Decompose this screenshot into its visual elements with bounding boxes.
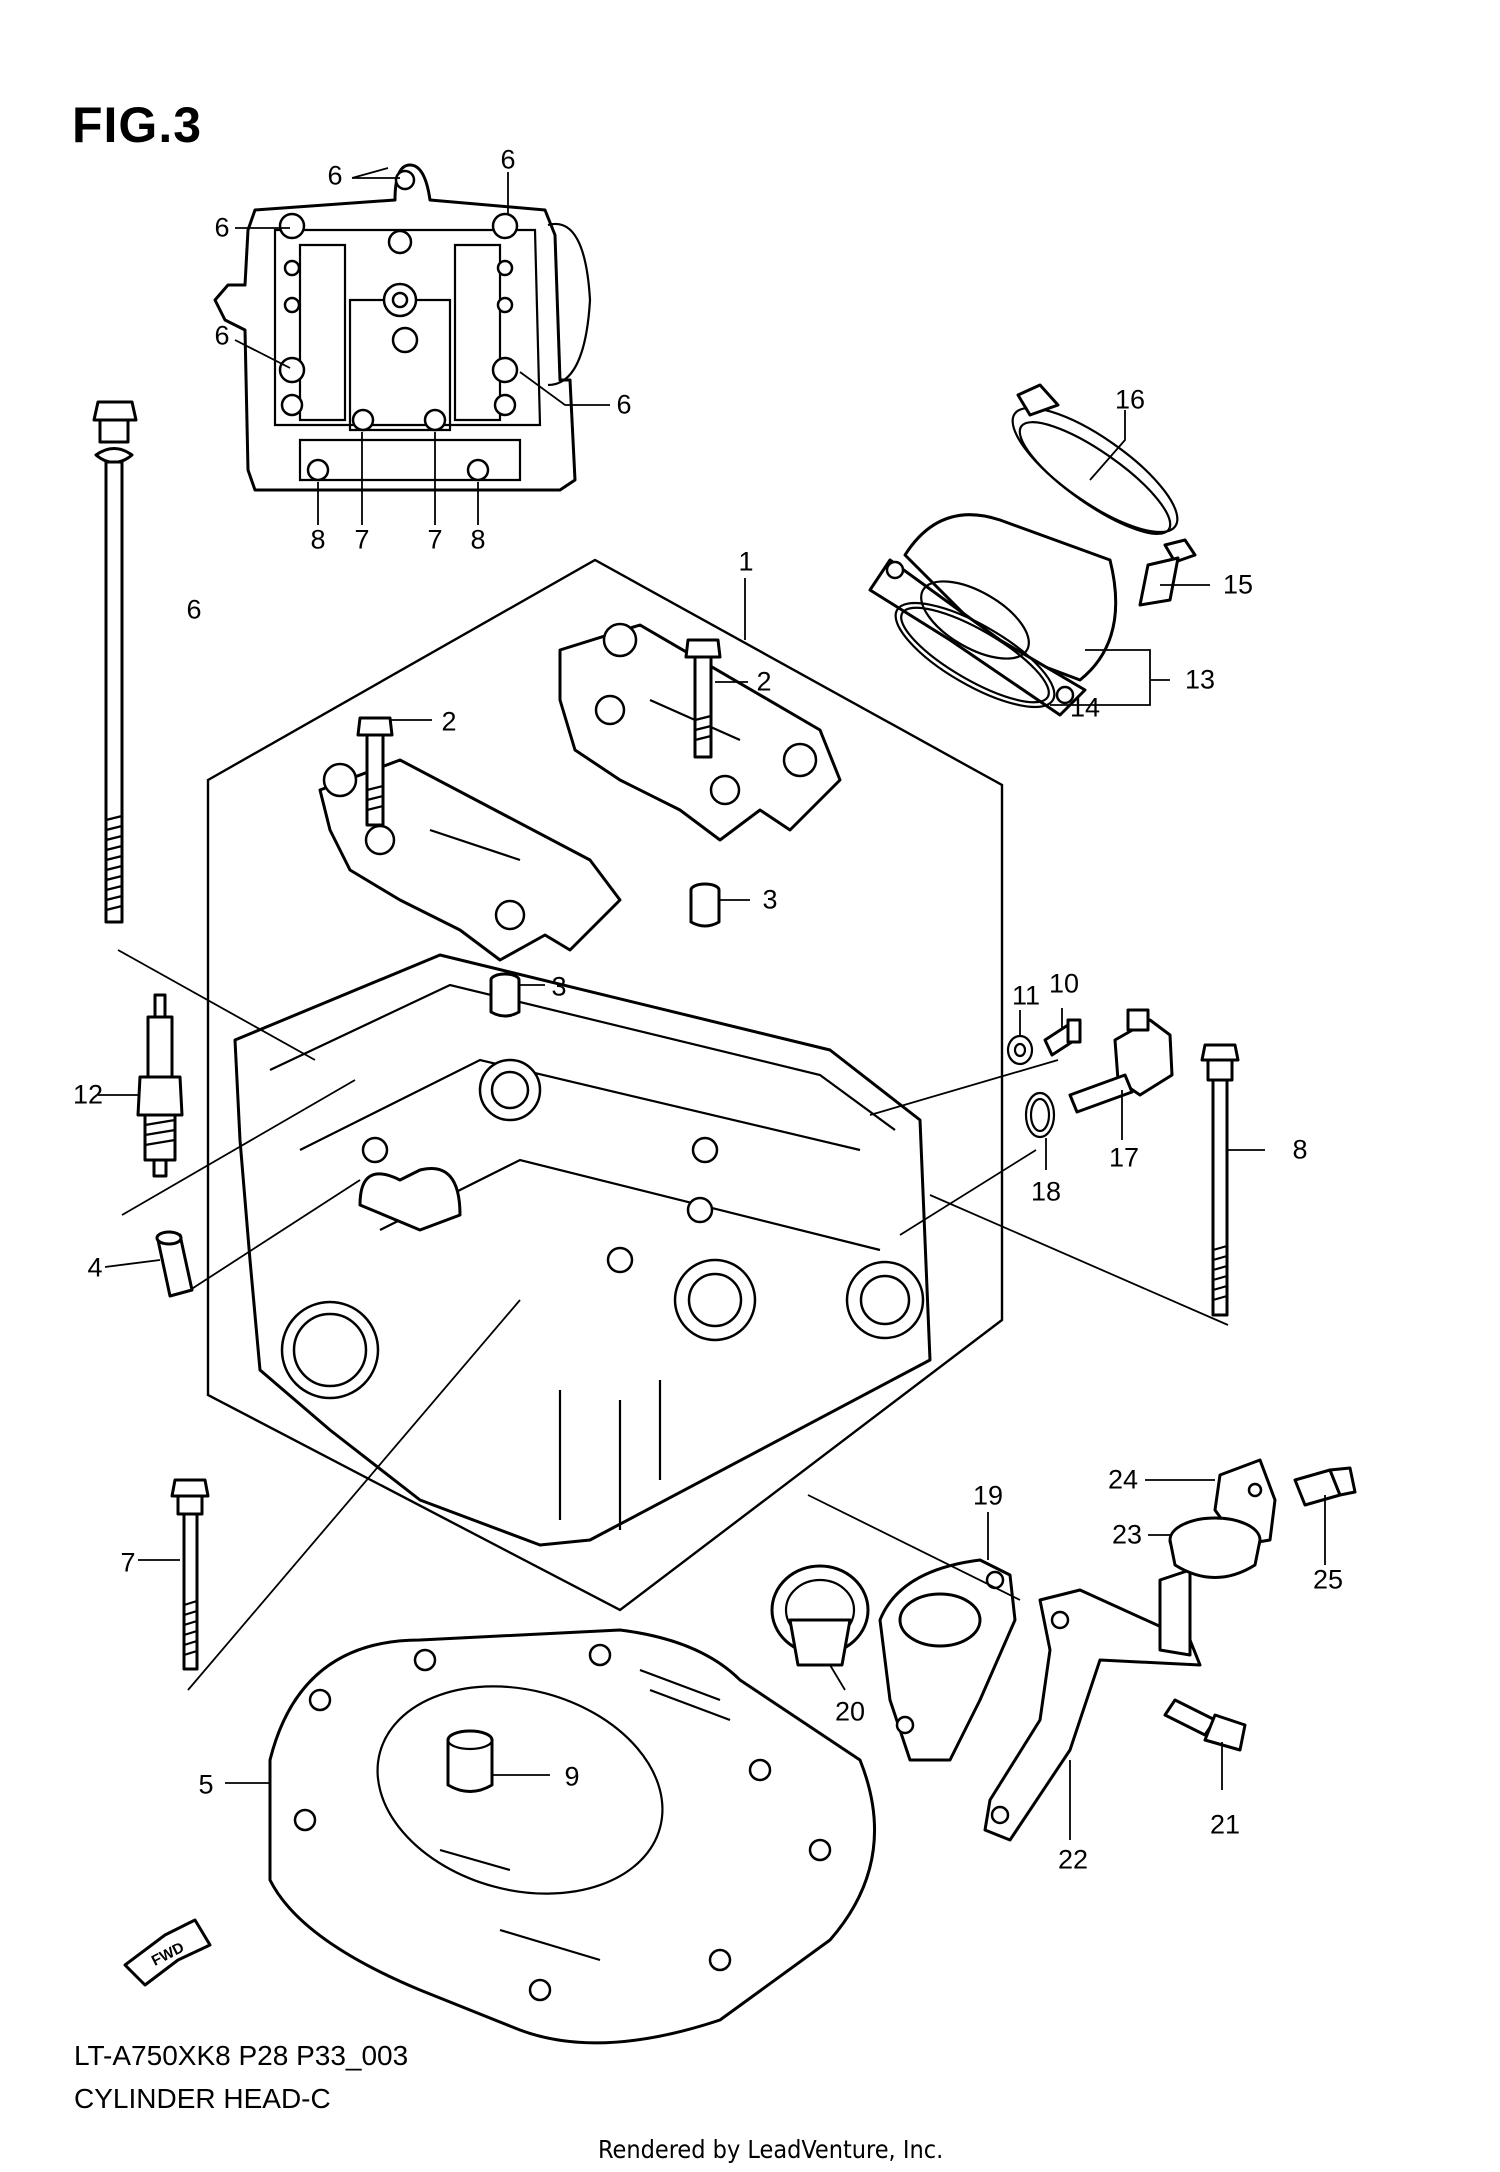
intake-pipe-13 bbox=[868, 513, 1118, 717]
o-ring-18 bbox=[1024, 1091, 1056, 1139]
camshaft-holder-front bbox=[318, 758, 622, 962]
callout-7: 7 bbox=[120, 1547, 136, 1578]
bolt-25 bbox=[1293, 1466, 1357, 1507]
callout-24: 24 bbox=[1107, 1464, 1139, 1495]
callout-6: 6 bbox=[500, 144, 516, 175]
diagram-name: CYLINDER HEAD-C bbox=[74, 2083, 331, 2114]
o-ring-14 bbox=[894, 601, 1056, 709]
callout-6: 6 bbox=[214, 212, 230, 243]
callout-17: 17 bbox=[1108, 1142, 1140, 1173]
diagram-code: LT-A750XK8 P28 P33_003 bbox=[74, 2040, 409, 2071]
callout-7: 7 bbox=[427, 524, 443, 555]
dowel-4 bbox=[155, 1230, 194, 1298]
callout-3: 3 bbox=[551, 971, 567, 1002]
callout-3: 3 bbox=[762, 884, 778, 915]
callout-14: 14 bbox=[1069, 692, 1101, 723]
callout-12: 12 bbox=[72, 1079, 104, 1110]
thermostat-housing-19 bbox=[878, 1558, 1017, 1762]
head-gasket-5 bbox=[268, 1628, 876, 2045]
callout-10: 10 bbox=[1048, 968, 1080, 999]
cylinder-head-body bbox=[233, 953, 932, 1547]
bracket-22 bbox=[983, 1568, 1202, 1842]
callout-6: 6 bbox=[327, 160, 343, 191]
callout-8: 8 bbox=[1292, 1134, 1308, 1165]
callout-16: 16 bbox=[1114, 384, 1146, 415]
callout-4: 4 bbox=[87, 1252, 103, 1283]
dowel-9 bbox=[446, 1729, 494, 1793]
head-bolt-8 bbox=[1200, 1043, 1240, 1317]
callout-19: 19 bbox=[972, 1480, 1004, 1511]
callout-8: 8 bbox=[470, 524, 486, 555]
cap-23 bbox=[1168, 1516, 1262, 1579]
assembly-outline bbox=[206, 558, 1004, 1612]
head-bolt-7 bbox=[170, 1478, 210, 1671]
dowel-pin-3 bbox=[489, 882, 721, 1018]
callout-1: 1 bbox=[738, 546, 754, 577]
callout-6: 6 bbox=[186, 594, 202, 625]
callout-7: 7 bbox=[354, 524, 370, 555]
holder-bolt-2-left bbox=[356, 716, 394, 827]
callout-25: 25 bbox=[1312, 1564, 1344, 1595]
bolt-21 bbox=[1163, 1698, 1247, 1752]
long-head-bolt-6 bbox=[92, 400, 138, 924]
bolt-10 bbox=[1043, 1018, 1082, 1057]
bolt-15 bbox=[1138, 538, 1197, 607]
spark-plug-12 bbox=[136, 993, 184, 1178]
sensor-17 bbox=[1068, 1008, 1174, 1114]
callout-6: 6 bbox=[214, 320, 230, 351]
holder-bolt-2-right bbox=[684, 638, 722, 759]
callout-23: 23 bbox=[1111, 1519, 1143, 1550]
forward-direction-arrow: FWD bbox=[123, 1918, 212, 1987]
thermostat-20 bbox=[770, 1564, 870, 1667]
callout-21: 21 bbox=[1209, 1809, 1241, 1840]
washer-11 bbox=[1006, 1034, 1034, 1066]
figure-title: FIG.3 bbox=[72, 97, 203, 153]
callout-18: 18 bbox=[1030, 1176, 1062, 1207]
callout-2: 2 bbox=[756, 666, 772, 697]
callout-9: 9 bbox=[564, 1761, 580, 1792]
callout-22: 22 bbox=[1057, 1844, 1089, 1875]
callout-11: 11 bbox=[1011, 980, 1041, 1011]
callout-13: 13 bbox=[1184, 664, 1216, 695]
intake-clamp-16 bbox=[1011, 383, 1179, 535]
callout-8: 8 bbox=[310, 524, 326, 555]
callout-20: 20 bbox=[834, 1696, 866, 1727]
leader-lines bbox=[98, 167, 1326, 1840]
callout-6: 6 bbox=[616, 389, 632, 420]
callout-2: 2 bbox=[441, 706, 457, 737]
cylinder-head-top-view bbox=[213, 163, 592, 492]
callout-15: 15 bbox=[1222, 569, 1254, 600]
callout-5: 5 bbox=[198, 1769, 214, 1800]
render-credit: Rendered by LeadVenture, Inc. bbox=[598, 2135, 944, 2164]
